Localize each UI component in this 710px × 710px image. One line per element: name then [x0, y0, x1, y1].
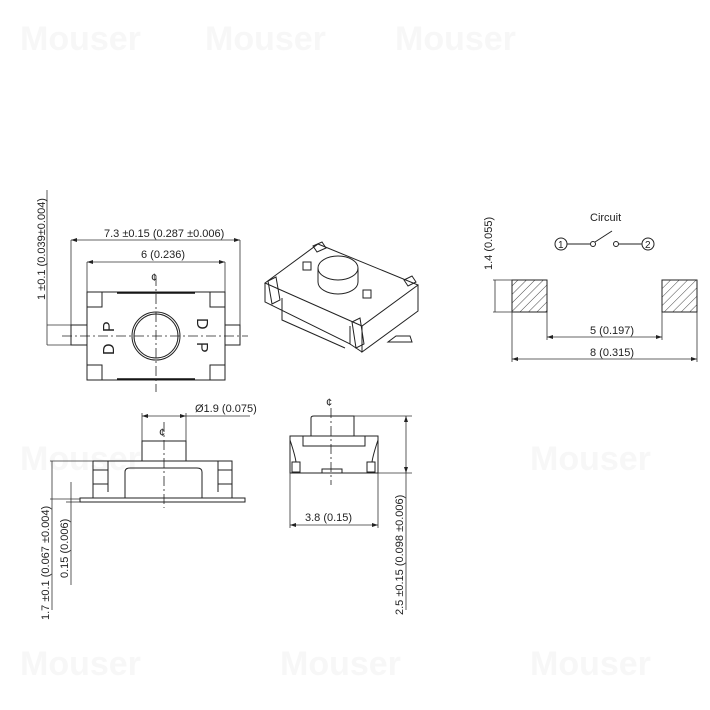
outer-spacing-label: 8 (0.315) — [590, 347, 634, 359]
pad-right — [661, 279, 698, 313]
svg-text:Mouser: Mouser — [20, 440, 141, 478]
pin2-label: 2 — [645, 240, 651, 251]
svg-text:Mouser: Mouser — [20, 20, 141, 58]
svg-text:Mouser: Mouser — [20, 645, 141, 683]
actuator-diameter-label: Ø1.9 (0.075) — [195, 403, 257, 415]
pad-height-label: 1.4 (0.055) — [483, 217, 495, 270]
overall-width-label: 7.3 ±0.15 (0.287 ±0.006) — [104, 228, 224, 240]
terminal-thickness-label: 0.15 (0.006) — [59, 519, 71, 578]
svg-text:Mouser: Mouser — [280, 645, 401, 683]
svg-text:Mouser: Mouser — [530, 645, 651, 683]
marking-left-bottom: D — [101, 343, 118, 355]
top-view: 7.3 ±0.15 (0.287 ±0.006) 6 (0.236) 1 ±0.… — [36, 190, 248, 392]
watermark-layer: Mouser Mouser Mouser Mouser Mouser Mouse… — [20, 20, 651, 683]
end-view: ¢ 3.8 (0.15) 2.5 ±0.15 (0.098 ±0.006) — [289, 397, 412, 615]
body-height-label: 1.7 ±0.1 (0.067 ±0.004) — [40, 506, 52, 620]
isometric-view — [264, 241, 420, 353]
marking-left-top: P — [101, 321, 118, 332]
circuit-title: Circuit — [590, 212, 621, 224]
centerline-mark: ¢ — [326, 397, 332, 409]
centerline-mark: ¢ — [159, 427, 165, 439]
terminal-height-label: 1 ±0.1 (0.039±0.004) — [36, 198, 48, 300]
marking-right-bottom: P — [193, 342, 210, 353]
marking-right-top: D — [193, 318, 210, 330]
body-depth-label: 3.8 (0.15) — [305, 512, 352, 524]
pad-left — [511, 279, 548, 313]
total-height-label: 2.5 ±0.15 (0.098 ±0.006) — [394, 495, 406, 615]
svg-text:Mouser: Mouser — [205, 20, 326, 58]
body-width-label: 6 (0.236) — [141, 249, 185, 261]
svg-text:Mouser: Mouser — [530, 440, 651, 478]
footprint-view: Circuit 1 2 1.4 (0.055) 5 (0.197) 8 (0.3… — [483, 212, 698, 362]
inner-spacing-label: 5 (0.197) — [590, 325, 634, 337]
pin1-label: 1 — [558, 240, 564, 251]
centerline-mark: ¢ — [151, 272, 157, 284]
svg-text:Mouser: Mouser — [395, 20, 516, 58]
side-view: Ø1.9 (0.075) ¢ 1.7 ±0.1 (0.067 ±0.004) 0… — [40, 403, 257, 620]
